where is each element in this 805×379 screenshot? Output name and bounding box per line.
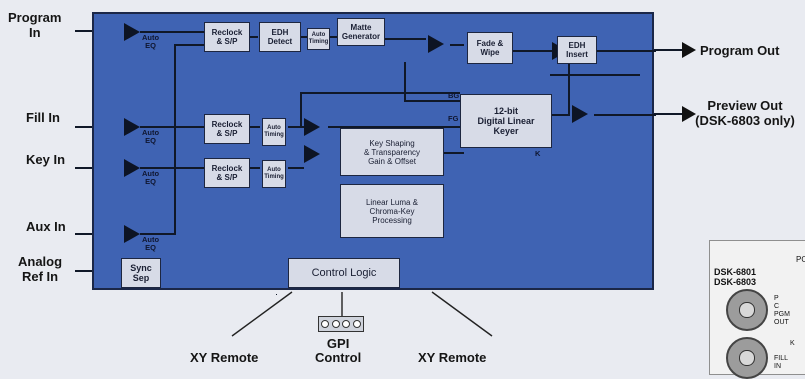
xy-remote-right-label: XY Remote — [418, 350, 486, 365]
model-label-1: DSK-6801 — [714, 267, 756, 277]
gpi-connector-icon — [318, 316, 364, 332]
remote-wires — [0, 0, 805, 371]
pgm-out-tag: P C PGM OUT — [774, 295, 790, 327]
xy-remote-left-label: XY Remote — [190, 350, 258, 365]
po-tag: PO — [796, 255, 805, 265]
rear-panel-photo: DSK-6801 DSK-6803 PO P C PGM OUT K FILL … — [709, 240, 805, 375]
bnc-connector-icon — [726, 337, 768, 379]
k-tag-photo: K — [790, 339, 795, 349]
gpi-control-label: GPI Control — [315, 337, 361, 365]
fill-in-tag: FILL IN — [774, 355, 788, 371]
model-label-2: DSK-6803 — [714, 277, 756, 287]
bnc-connector-icon — [726, 289, 768, 331]
